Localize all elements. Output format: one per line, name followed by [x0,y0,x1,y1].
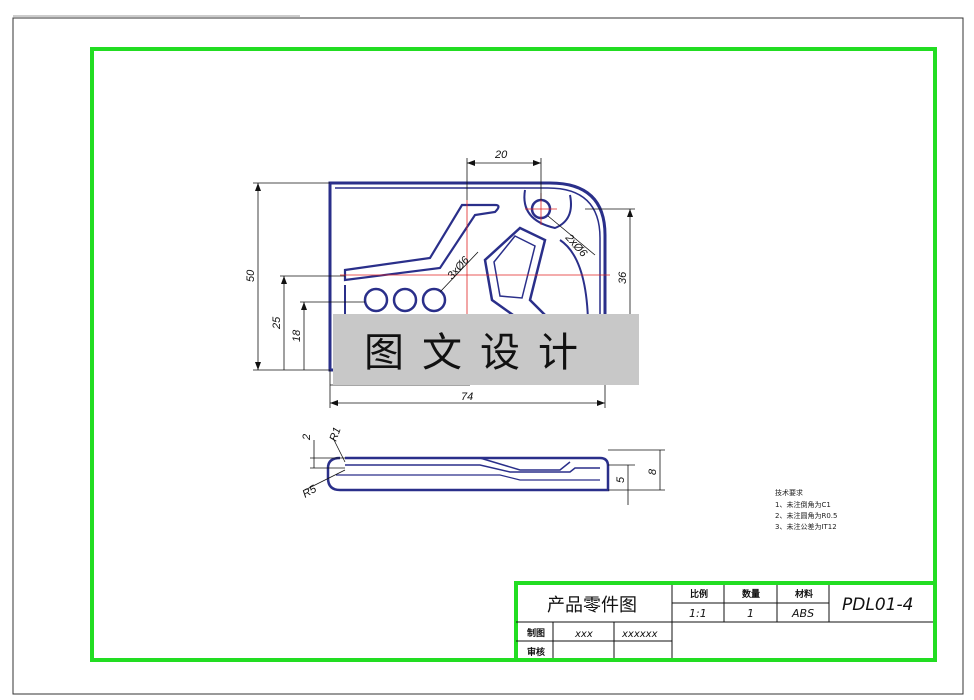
qty-label: 数量 [742,588,760,600]
arrow [255,183,261,191]
arrow [467,160,475,166]
arrow [533,160,541,166]
hook-shape [523,189,572,230]
drawn-date: xxxxxx [621,629,658,640]
part-inner-outline [335,187,601,365]
side-view [326,456,610,492]
watermark-banner [333,314,639,385]
scale-value: 1:1 [689,607,707,620]
dim-overall-height: 50 [245,269,257,282]
leader-r5 [304,469,346,491]
qty-value: 1 [747,607,754,620]
front-view [328,181,607,372]
arrow [301,302,307,310]
dim-radius-r1: R1 [328,426,344,443]
side-slope [479,457,571,471]
dim-right-height: 36 [617,271,629,284]
hole-3 [421,287,447,313]
notes-line-3: 3、未注公差为IT12 [775,522,837,531]
dim-side-inner: 5 [615,476,627,483]
pocket-cutout [483,226,548,322]
hole-2 [392,287,418,313]
drawn-by: xxx [574,629,593,640]
leader-3x6 [439,251,479,293]
pocket-inner [493,235,536,299]
arrow [597,400,605,406]
hole-1 [363,287,389,313]
outer-border [12,17,964,695]
side-inner-2 [336,474,600,481]
dim-hole-three: 3xØ6 [445,254,472,282]
arrow [330,400,338,406]
dim-top-width: 20 [494,149,508,161]
drawing-title: 产品零件图 [547,595,637,616]
scale-label: 比例 [690,588,708,600]
side-dimension-lines [304,437,665,505]
dim-height-25: 25 [271,316,283,330]
side-outline [326,456,610,492]
notes-line-2: 2、未注圆角为R0.5 [775,511,837,520]
part-number: PDL01-4 [842,595,913,615]
notes-line-1: 1、未注倒角为C1 [775,500,831,509]
title-block: 产品零件图 比例 数量 材料 1:1 1 ABS PDL01-4 制图 xxx … [514,581,937,662]
dim-side-height: 8 [647,468,659,475]
arrow [627,209,633,217]
slot-cutout [343,203,500,282]
dim-thickness: 2 [301,434,313,441]
leader-r1 [332,437,346,463]
drawn-label: 制图 [527,627,545,639]
arrow [281,276,287,284]
review-label: 审核 [527,646,545,658]
watermark-text: 图文设计 [364,330,596,376]
arrow [255,362,261,370]
dim-overall-width: 74 [461,391,473,403]
leader-2x6 [547,215,596,256]
material-value: ABS [791,607,814,620]
drawing-frame [90,47,937,662]
dim-height-18: 18 [291,329,303,342]
side-inner [345,464,600,473]
part-outline [328,181,607,372]
notes-title: 技术要求 [775,488,803,497]
material-label: 材料 [794,588,813,600]
dim-radius-r5: R5 [301,483,320,501]
